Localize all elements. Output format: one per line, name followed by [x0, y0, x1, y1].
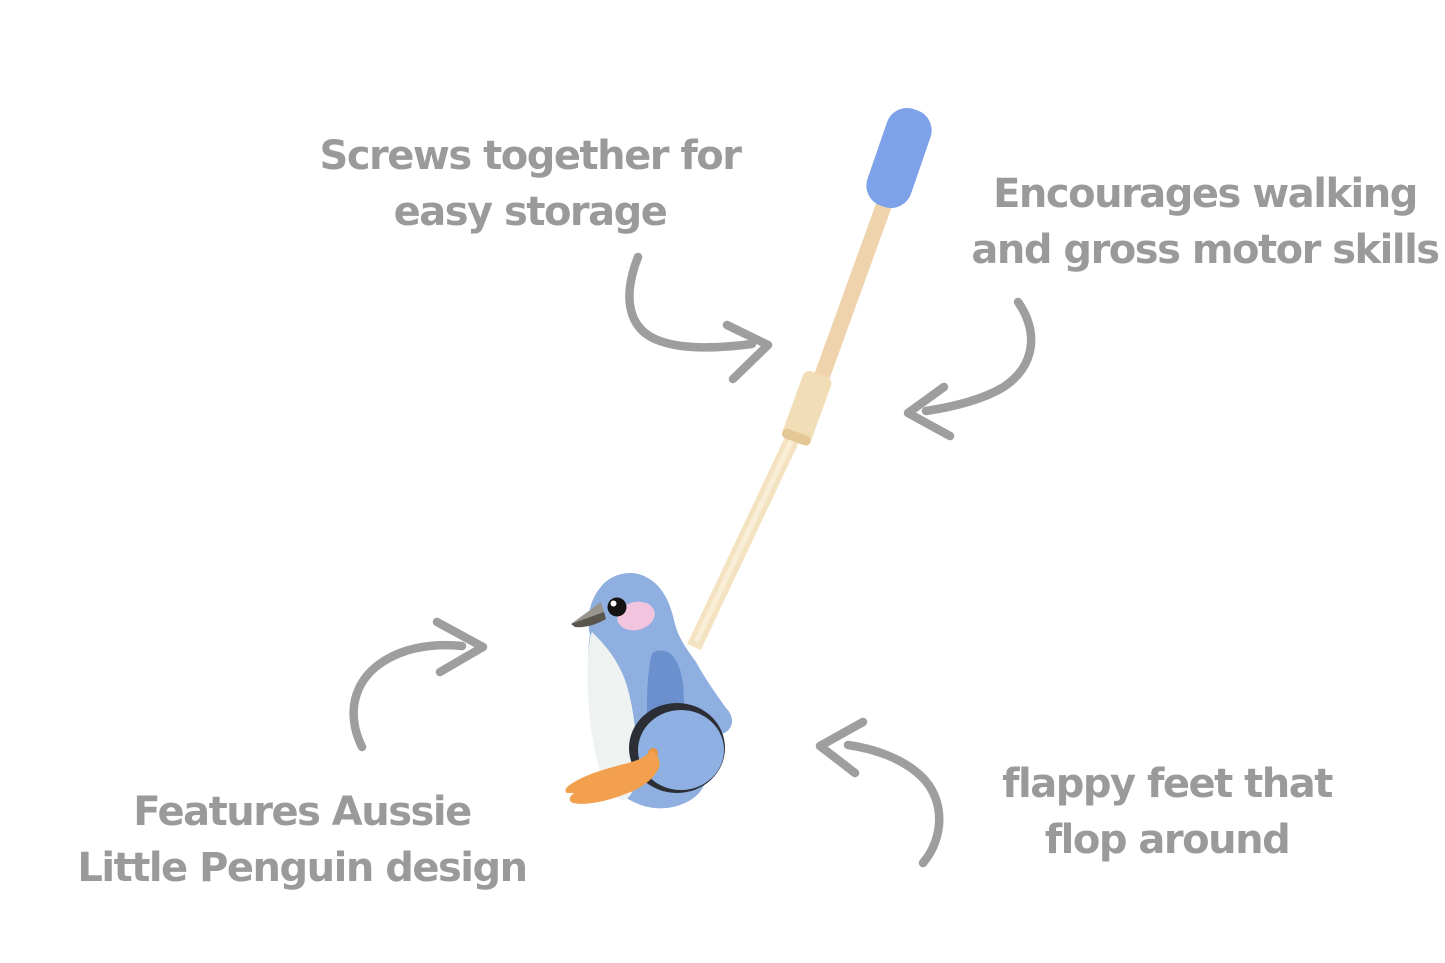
annotation-screws-line-2: easy storage [393, 189, 668, 235]
annotation-screws-line-1: Screws together for [319, 133, 742, 179]
penguin-belly [587, 632, 637, 800]
stick-lower-highlight [694, 411, 807, 643]
arrow-to-flappy-feet-curve [843, 740, 944, 868]
arrow-to-penguin-body-curve [349, 640, 467, 752]
annotation-aussie-penguin-design: Features Aussie Little Penguin design [77, 784, 528, 896]
handle-grip [866, 107, 932, 209]
foot-paddle [565, 750, 660, 804]
arrow-to-stick-joint-head [722, 320, 773, 384]
arrow-to-stick-shaft-curve [921, 297, 1036, 416]
annotation-design-line-1: Features Aussie [133, 789, 472, 835]
wheel-face [638, 710, 724, 790]
penguin-eye-highlight [610, 600, 617, 607]
annotation-arrows [349, 252, 1036, 868]
annotation-flappy-feet: flappy feet that flop around [1002, 756, 1333, 868]
arrow-to-flappy-feet-head [815, 717, 868, 778]
arrow-to-penguin-body-head [432, 617, 488, 677]
screw-joint-collar-shade [782, 428, 811, 446]
arrow-to-stick-shaft [903, 297, 1036, 441]
penguin-cheek-patch [617, 601, 655, 631]
penguin-beak-upper [571, 602, 604, 625]
penguin-push-along-toy [565, 107, 932, 809]
arrow-to-stick-joint [625, 252, 773, 384]
annotation-walking-line-2: and gross motor skills [971, 227, 1440, 273]
annotation-screws-together: Screws together for easy storage [319, 128, 742, 240]
arrow-to-penguin-body [349, 617, 488, 752]
arrow-to-flappy-feet [815, 717, 944, 868]
penguin-eye [607, 597, 627, 617]
annotation-feet-line-1: flappy feet that [1002, 761, 1333, 807]
screw-joint-collar [782, 371, 832, 445]
annotation-walking-line-1: Encourages walking [993, 171, 1418, 217]
handle-grip-body [866, 107, 932, 209]
annotation-feet-line-2: flop around [1044, 817, 1291, 863]
penguin-foot [565, 748, 660, 804]
stick-upper-section [801, 202, 892, 415]
screw-joint-connector [782, 371, 832, 446]
penguin-beak-lower [571, 612, 606, 628]
arrow-to-stick-shaft-head [903, 382, 955, 441]
arrow-to-stick-joint-curve [625, 252, 757, 352]
annotation-encourages-walking: Encourages walking and gross motor skill… [971, 166, 1440, 278]
annotation-design-line-2: Little Penguin design [77, 845, 528, 891]
